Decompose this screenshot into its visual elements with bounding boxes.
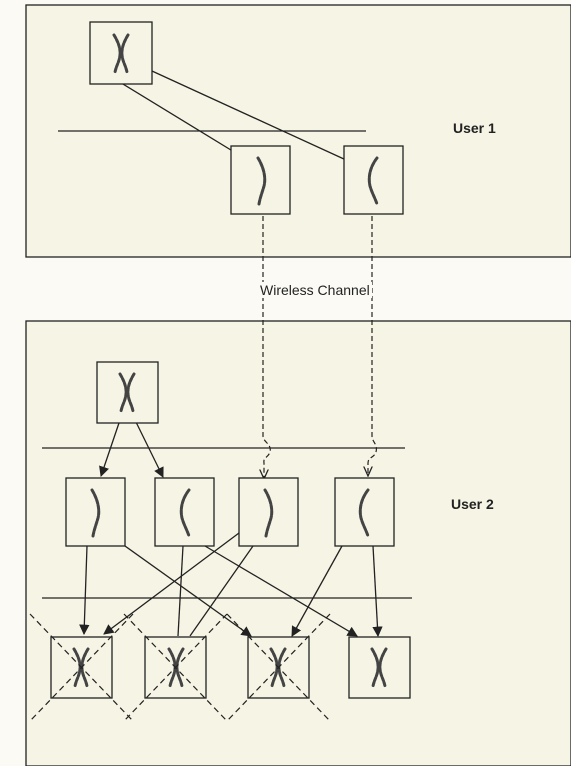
- user1-parent-box: [89, 21, 153, 85]
- offspring-box-3-eliminated: [226, 613, 331, 722]
- crossed-out-icon: [123, 613, 228, 722]
- arrow: [134, 419, 164, 478]
- crossed-out-icon: [29, 613, 134, 722]
- arrow: [117, 80, 245, 159]
- user2-parent-box: [96, 361, 159, 424]
- wireless-link-1: [263, 216, 271, 479]
- wireless-channel-label: Wireless Channel: [258, 282, 372, 298]
- crossed-out-icon: [226, 613, 331, 722]
- arrow: [177, 545, 184, 637]
- user2-child-box-2: [154, 477, 215, 547]
- user1-child-box-1: [230, 145, 291, 215]
- arrow: [204, 545, 358, 637]
- wireless-link-2: [368, 216, 378, 476]
- user2-label: User 2: [451, 496, 494, 512]
- offspring-box-4: [348, 636, 411, 699]
- arrow: [189, 545, 254, 637]
- arrow: [99, 419, 121, 477]
- user2-child-box-1: [65, 477, 126, 547]
- arrow: [124, 545, 252, 637]
- user1-child-box-2: [343, 145, 404, 215]
- arrow: [372, 545, 383, 638]
- arrow: [127, 59, 358, 166]
- offspring-box-1-eliminated: [29, 613, 134, 722]
- arrow: [291, 545, 343, 637]
- user2-received-box-2: [334, 477, 395, 547]
- user1-label: User 1: [453, 120, 496, 136]
- arrow: [79, 545, 90, 636]
- user2-received-box-1: [238, 477, 299, 547]
- offspring-box-2-eliminated: [123, 613, 228, 722]
